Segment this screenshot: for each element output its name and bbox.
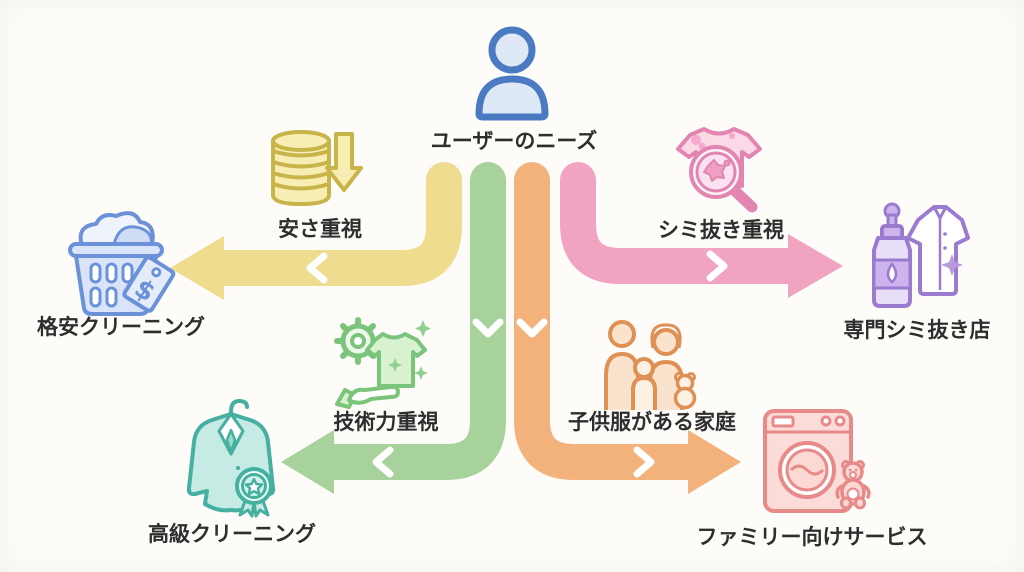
need-label-family: 子供服がある家庭 xyxy=(568,410,736,434)
user-person-icon xyxy=(470,24,554,121)
chevron-right-icon xyxy=(706,250,728,282)
gear-shirt-hand-icon xyxy=(333,316,437,409)
need-label-technique: 技術力重視 xyxy=(333,410,439,434)
service-label-cheap: 格安クリーニング xyxy=(37,315,205,339)
suit-award-ribbon-icon xyxy=(178,396,284,518)
service-label-stain: 専門シミ抜き店 xyxy=(843,318,991,342)
coins-down-arrow-icon xyxy=(268,128,363,214)
chevron-down-icon xyxy=(516,318,548,338)
service-label-family: ファミリー向けサービス xyxy=(696,525,928,549)
center-label: ユーザーのニーズ xyxy=(430,129,598,153)
chevron-down-icon xyxy=(472,318,504,338)
arrow-technique xyxy=(281,162,506,494)
family-with-teddy-icon xyxy=(598,318,698,410)
laundry-basket-price-tag-icon: $ xyxy=(58,206,176,318)
washing-machine-teddy-icon xyxy=(762,408,872,514)
arrow-stain xyxy=(560,162,843,298)
service-label-premium: 高級クリーニング xyxy=(148,522,316,546)
stain-remover-bottle-shirt-icon xyxy=(858,202,972,314)
chevron-right-icon xyxy=(633,446,655,478)
need-label-stain: シミ抜き重視 xyxy=(658,218,784,242)
chevron-left-icon xyxy=(372,446,394,478)
stained-shirt-magnifier-icon xyxy=(674,124,764,213)
arrow-cheap xyxy=(170,162,462,300)
need-label-cheap: 安さ重視 xyxy=(278,217,362,241)
chevron-left-icon xyxy=(306,252,328,284)
arrow-family xyxy=(514,162,741,494)
